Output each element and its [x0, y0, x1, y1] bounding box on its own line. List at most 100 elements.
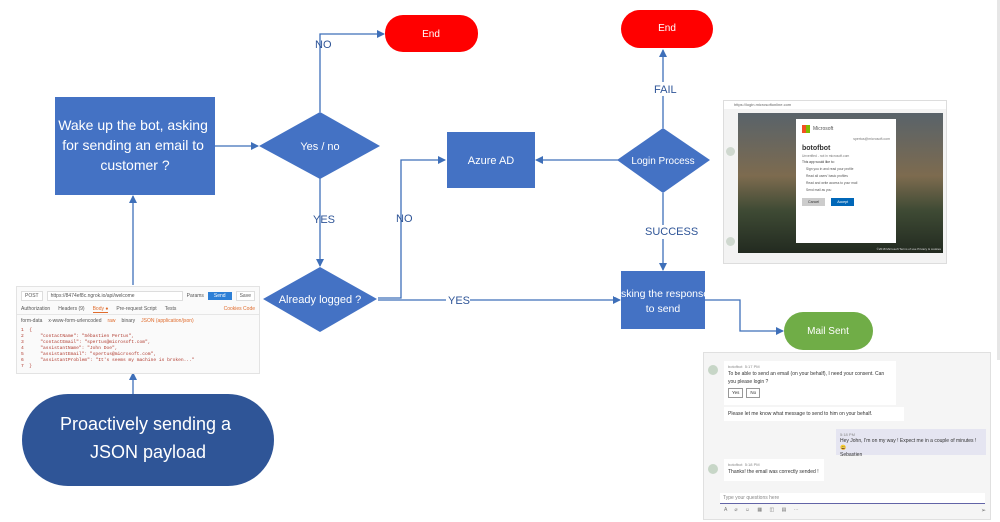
option-raw: raw [107, 317, 116, 324]
azure-ad-label: Azure AD [468, 155, 515, 167]
proactive-line-2: JSON payload [90, 442, 206, 462]
permission-item: Read all users' basic profiles [806, 174, 848, 178]
edge-logged-no-to-azure [378, 156, 446, 299]
option-json: JSON (application/json) [141, 317, 194, 324]
edge-label-success: SUCCESS [645, 226, 698, 238]
permissions-heading: This app would like to: [802, 160, 835, 164]
node-proactive-json: Proactively sending a JSON payload [22, 394, 274, 486]
code-line: 5 "assistantEmail": "spertus@microsoft.c… [21, 352, 157, 357]
save-button: Save [235, 290, 255, 301]
publisher-note: Unverified - not in microsoft.com [802, 154, 850, 158]
send-icon: ➢ [980, 508, 986, 514]
node-yes-no-decision: Yes / no [259, 112, 380, 179]
svg-text:Wake up the bot, asking: Wake up the bot, asking for sending an e… [58, 117, 212, 173]
login-process-label: Login Process [631, 156, 694, 167]
wake-line-2: for sending an email to [62, 137, 204, 153]
message-time: 5:17 PM [744, 364, 760, 369]
node-already-logged: Already logged ? [263, 267, 377, 332]
bot-message-consent: botofbot 5:17 PM To be able to send an e… [724, 361, 896, 405]
proactive-line-1: Proactively sending a [60, 414, 232, 434]
message-signature: Sebastien [840, 452, 863, 458]
page-edge [997, 0, 1000, 360]
user-message: 5:18 PM Hey John, I'm on my way ! Expect… [836, 429, 986, 458]
permission-item: Read and write access to your mail [806, 181, 858, 185]
microsoft-consent-screenshot: https://login.microsoftonline.com Micros… [723, 100, 947, 264]
bot-avatar-icon [726, 147, 735, 156]
edge-label-fail: FAIL [654, 84, 677, 96]
svg-text:Asking the response to s: Asking the response to send [614, 288, 712, 315]
edge-label-no-top: NO [315, 39, 332, 51]
bot-name: botofbot [728, 462, 743, 467]
edge-label-no-left: NO [396, 213, 413, 225]
message-text: Thanks! the email was correctly sended ! [728, 469, 819, 475]
bot-avatar-icon [708, 464, 718, 474]
edge-asking-to-mailsent [705, 299, 784, 335]
wake-line-1: Wake up the bot, asking [58, 117, 208, 133]
message-text: To be able to send an email (on your beh… [728, 371, 885, 385]
compose-input: Type your questions here [720, 493, 985, 504]
edge-decision-no-to-end [319, 30, 385, 112]
code-line: 6 "assistantProblem": "It's seems my mac… [21, 358, 195, 363]
option-form-data: form-data [21, 317, 43, 324]
send-button: Send [207, 291, 232, 300]
asking-line-2: to send [646, 303, 681, 315]
option-urlencoded: x-www-form-urlencoded [48, 317, 102, 324]
wake-line-3: customer ? [100, 157, 169, 173]
code-line: 7 } [21, 364, 33, 369]
bot-message-prompt: Please let me know what message to send … [724, 407, 904, 421]
http-method-select: POST [21, 290, 43, 301]
tab-authorization: Authorization [21, 306, 51, 312]
json-body-editor: 1 { 2 "contactName": "Sébastien Pertus",… [17, 326, 259, 372]
end-right-label: End [658, 23, 676, 34]
node-azure-ad: Azure AD [447, 132, 535, 188]
cancel-button: Cancel [802, 198, 826, 206]
message-time: 5:18 PM [840, 432, 855, 437]
background-landscape: Microsoft spertus@microsoft.com botofbot… [738, 113, 943, 253]
bot-avatar-icon [726, 237, 735, 246]
permission-item: Send mail as you [806, 188, 832, 192]
tab-headers: Headers (9) [58, 306, 85, 312]
node-end-right: End [621, 10, 713, 48]
microsoft-logo-icon [802, 125, 810, 133]
node-end-top: End [385, 15, 478, 52]
mail-sent-label: Mail Sent [807, 326, 849, 337]
message-time: 5:18 PM [744, 462, 760, 467]
browser-url: https://login.microsoftonline.com [724, 101, 946, 109]
code-line: 3 "contactEmail": "spertus@microsoft.com… [21, 340, 151, 345]
account-email: spertus@microsoft.com [853, 137, 890, 141]
edge-label-yes-down: YES [313, 214, 335, 226]
teams-chat-screenshot: botofbot 5:17 PM To be able to send an e… [703, 352, 991, 520]
tab-pre-request: Pre-request Script [116, 306, 157, 312]
cookies-code-links: Cookies Code [223, 306, 255, 312]
message-text: Hey John, I'm on my way ! Expect me in a… [840, 438, 977, 451]
yes-button: Yes [728, 388, 744, 398]
end-top-label: End [422, 29, 440, 40]
edge-label-yes-mid: YES [448, 295, 470, 307]
postman-request-screenshot: POST https://8474ef8c.ngrok.io/api/welco… [16, 286, 260, 374]
already-logged-label: Already logged ? [279, 294, 362, 306]
bot-avatar-icon [708, 365, 718, 375]
code-line: 1 { [21, 328, 33, 333]
bot-name: botofbot [728, 364, 743, 369]
compose-toolbar: A ⌀ ☺ ▦ ◫ ▤ ⋯ [724, 507, 802, 513]
consent-footer: ©2018 Microsoft Terms of use Privacy & c… [876, 247, 941, 251]
node-wake-up-bot: Wake up the bot, asking for sending an e… [55, 97, 215, 195]
decision-yesno-label: Yes / no [300, 141, 339, 153]
option-binary: binary [121, 317, 136, 324]
node-asking-response: Asking the response to send [614, 271, 712, 329]
asking-line-1: Asking the response [614, 288, 709, 300]
brand-name: Microsoft [813, 126, 834, 132]
consent-card: Microsoft spertus@microsoft.com botofbot… [796, 119, 896, 243]
node-login-process: Login Process [617, 128, 710, 193]
tab-tests: Tests [164, 306, 177, 312]
bot-message-confirmation: botofbot 5:18 PM Thanks! the email was c… [724, 459, 824, 481]
app-name: botofbot [802, 145, 831, 152]
code-line: 2 "contactName": "Sébastien Pertus", [21, 334, 135, 339]
no-button: No [746, 388, 761, 398]
params-link: Params [186, 292, 204, 299]
permission-item: Sign you in and read your profile [806, 167, 854, 171]
accept-button: Accept [831, 198, 855, 206]
node-mail-sent: Mail Sent [784, 312, 873, 350]
tab-body: Body ● [92, 305, 109, 313]
